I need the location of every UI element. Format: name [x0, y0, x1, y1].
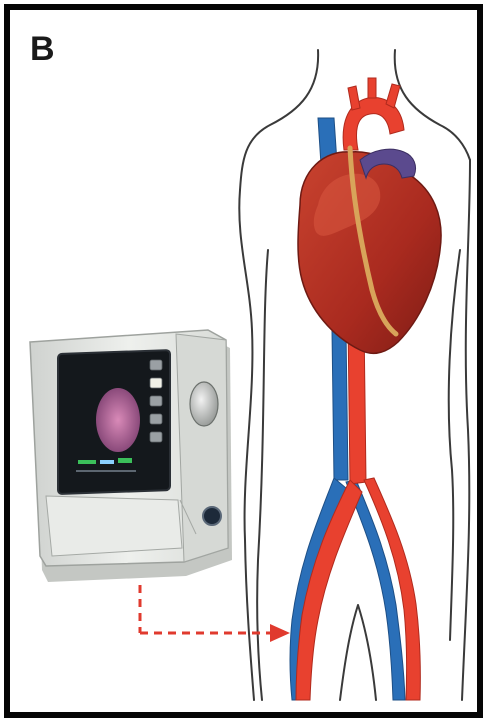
carotid-right — [386, 84, 400, 108]
pump-port — [203, 507, 221, 525]
connector-arrowhead — [270, 624, 290, 642]
torso-left — [239, 190, 254, 700]
console-knob — [190, 382, 218, 426]
carotid-mid — [368, 78, 376, 98]
screen-heart — [96, 388, 140, 452]
neck-left — [240, 50, 318, 190]
dashed-arrow-icon — [140, 585, 272, 633]
torso-right — [449, 250, 460, 640]
console-button-4 — [150, 414, 162, 424]
device-lower-panel — [46, 496, 182, 556]
arm-right — [462, 160, 470, 700]
console-button-2 — [150, 378, 162, 388]
neck-right — [395, 50, 470, 160]
console-button-3 — [150, 396, 162, 406]
iliac-vein-right — [346, 480, 405, 700]
console-button-5 — [150, 432, 162, 442]
inferior-vena-cava — [332, 330, 348, 480]
ecmo-console-icon — [30, 330, 232, 582]
carotid-left — [348, 86, 360, 110]
device-side — [176, 334, 228, 562]
console-button-1 — [150, 360, 162, 370]
leg-inner — [340, 605, 376, 700]
heart-icon — [298, 148, 441, 353]
